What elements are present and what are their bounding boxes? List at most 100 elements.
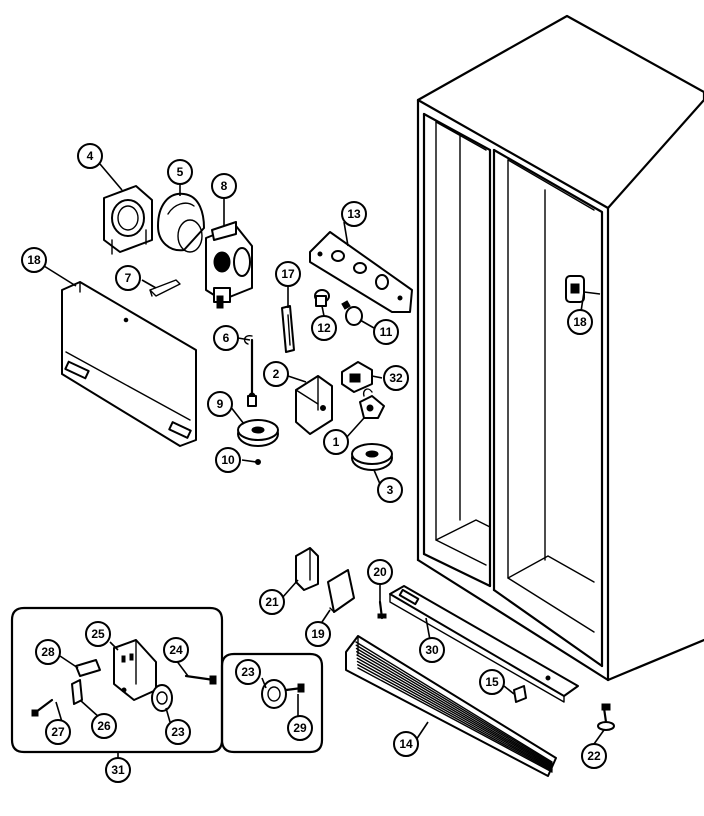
callout-5: 5 <box>167 159 193 185</box>
callout-22: 22 <box>581 743 607 769</box>
thermostat-part <box>359 388 385 419</box>
bulb-socket-part <box>314 289 330 307</box>
callout-4: 4 <box>77 143 103 169</box>
roller-kit-box <box>10 606 224 754</box>
svg-text:24: 24 <box>169 643 183 657</box>
plate-part <box>327 569 355 613</box>
clip-part <box>149 279 181 297</box>
svg-text:1: 1 <box>333 435 340 449</box>
callout-21: 21 <box>259 589 285 615</box>
svg-text:17: 17 <box>281 267 295 281</box>
mounting-bracket-part <box>309 231 413 313</box>
grille-slat <box>355 647 553 766</box>
callout-7: 7 <box>115 265 141 291</box>
callout-24: 24 <box>163 637 189 663</box>
callout-25: 25 <box>85 621 111 647</box>
strip-part <box>281 305 295 353</box>
svg-text:8: 8 <box>221 179 228 193</box>
callout-27: 27 <box>45 719 71 745</box>
callout-12: 12 <box>311 315 337 341</box>
roller-part-9 <box>237 419 279 447</box>
svg-text:18: 18 <box>27 253 41 267</box>
roller-kit-box-2 <box>220 652 324 754</box>
svg-text:25: 25 <box>91 627 105 641</box>
svg-text:22: 22 <box>587 749 601 763</box>
fan-motor-part <box>205 221 253 309</box>
callout-2: 2 <box>263 361 289 387</box>
callout-23-left: 23 <box>165 719 191 745</box>
svg-text:3: 3 <box>387 483 394 497</box>
callout-20: 20 <box>367 559 393 585</box>
callout-18-panel: 18 <box>21 247 47 273</box>
svg-text:5: 5 <box>177 165 184 179</box>
grille-slat <box>357 667 553 773</box>
callout-13: 13 <box>341 201 367 227</box>
svg-text:13: 13 <box>347 207 361 221</box>
callout-31: 31 <box>105 757 131 783</box>
callout-28: 28 <box>35 639 61 665</box>
svg-text:28: 28 <box>41 645 55 659</box>
svg-text:20: 20 <box>373 565 387 579</box>
callout-29: 29 <box>287 715 313 741</box>
svg-text:10: 10 <box>221 453 235 467</box>
toe-grille-part <box>345 635 557 777</box>
leveling-leg-part <box>597 703 615 731</box>
callout-15: 15 <box>479 669 505 695</box>
grille-slat <box>355 644 553 764</box>
grille-slat <box>355 641 553 763</box>
callout-8: 8 <box>211 173 237 199</box>
grille-slat <box>356 657 553 769</box>
svg-text:7: 7 <box>125 271 132 285</box>
switch-part <box>341 361 373 393</box>
refrigerator-cabinet <box>416 14 704 682</box>
cap-part <box>295 547 319 591</box>
callout-10: 10 <box>215 447 241 473</box>
callout-30: 30 <box>419 637 445 663</box>
svg-text:29: 29 <box>293 721 307 735</box>
callout-23-right: 23 <box>235 659 261 685</box>
svg-text:9: 9 <box>217 397 224 411</box>
svg-text:27: 27 <box>51 725 65 739</box>
base-rail-part <box>389 585 579 703</box>
rear-panel-part <box>61 281 197 447</box>
svg-text:2: 2 <box>273 367 280 381</box>
roller-part-3 <box>351 443 393 471</box>
plate-part-28 <box>75 659 101 677</box>
screw-part-20 <box>377 600 387 620</box>
callout-14: 14 <box>393 731 419 757</box>
grille-slat <box>357 664 553 772</box>
grille-slat <box>356 660 553 771</box>
callout-1: 1 <box>323 429 349 455</box>
svg-text:11: 11 <box>380 325 393 339</box>
svg-text:32: 32 <box>389 371 403 385</box>
svg-text:26: 26 <box>97 719 111 733</box>
callout-9: 9 <box>207 391 233 417</box>
callout-6: 6 <box>213 325 239 351</box>
svg-text:31: 31 <box>111 763 125 777</box>
callout-32: 32 <box>383 365 409 391</box>
svg-text:21: 21 <box>265 595 279 609</box>
rod-part <box>243 334 257 407</box>
bracket-part-26 <box>71 679 83 705</box>
clip-part-15 <box>513 685 527 703</box>
callout-11: 11 <box>373 319 399 345</box>
bracket-part-25 <box>113 639 157 701</box>
control-bracket-part <box>295 375 333 435</box>
svg-text:19: 19 <box>311 627 325 641</box>
svg-text:15: 15 <box>485 675 499 689</box>
screw-part-10 <box>255 459 261 465</box>
svg-text:4: 4 <box>87 149 94 163</box>
leader-lines <box>43 163 605 758</box>
callout-17: 17 <box>275 261 301 287</box>
svg-text:14: 14 <box>399 737 413 751</box>
grille-slat <box>356 651 553 767</box>
fan-cover-part <box>157 192 205 253</box>
svg-text:18: 18 <box>573 315 587 329</box>
callout-19: 19 <box>305 621 331 647</box>
svg-text:6: 6 <box>223 331 230 345</box>
svg-text:30: 30 <box>425 643 439 657</box>
svg-text:23: 23 <box>241 665 255 679</box>
grille-slat <box>356 654 553 768</box>
fan-shroud-part <box>103 185 153 255</box>
